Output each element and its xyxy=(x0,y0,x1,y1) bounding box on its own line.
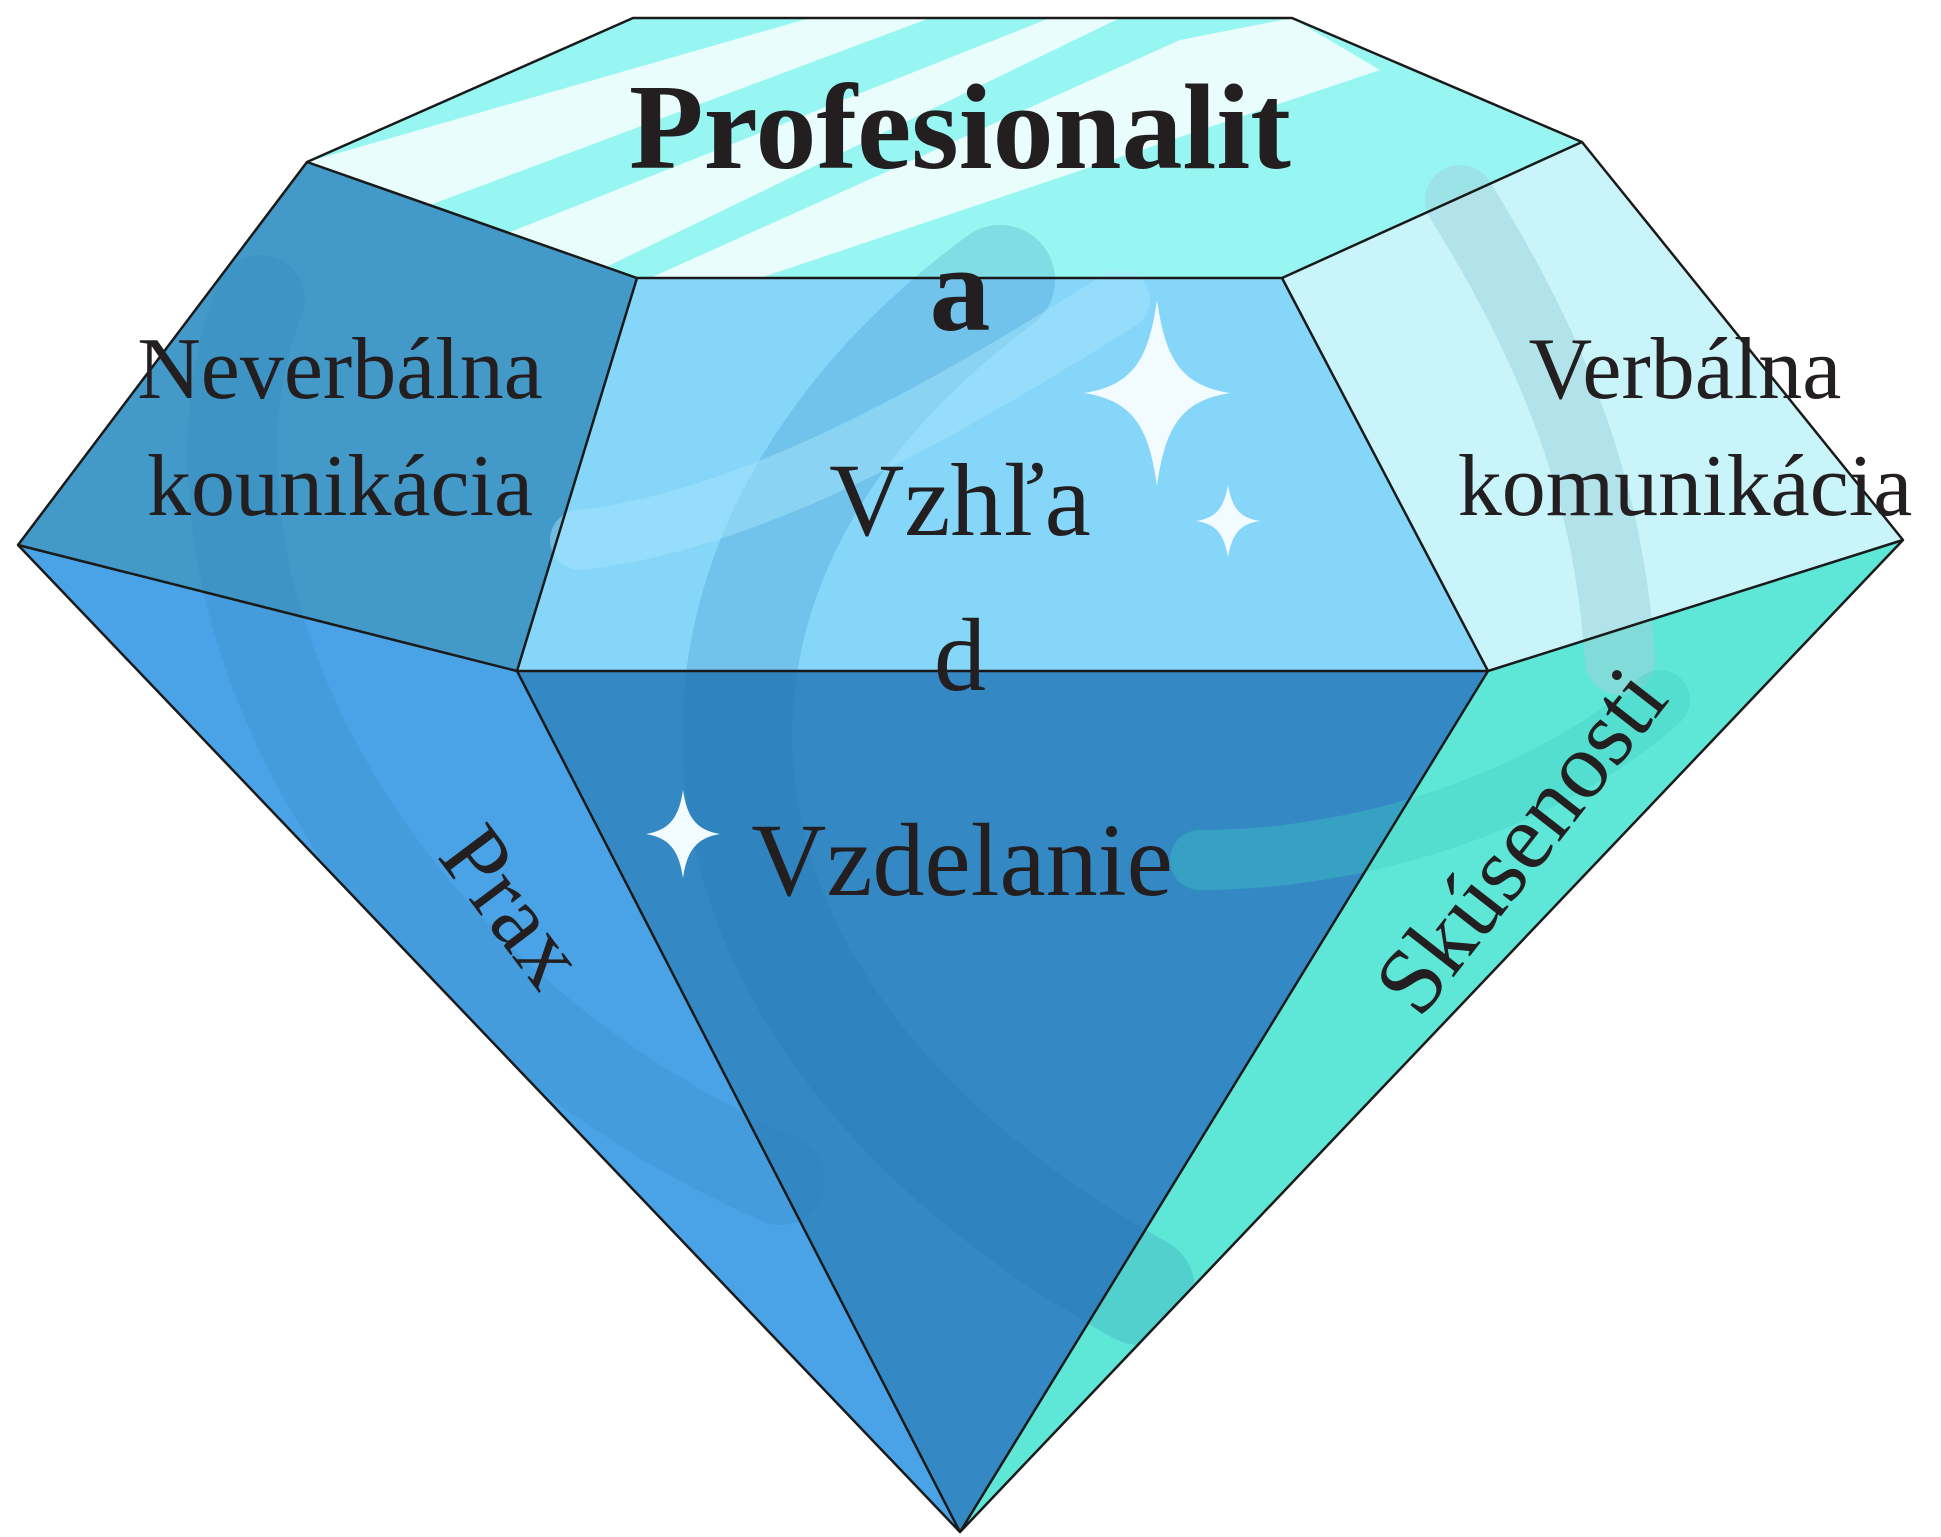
title-line-1: Profesionalit xyxy=(629,60,1291,195)
left-label-line-2: kounikácia xyxy=(147,438,533,535)
facet-outlines xyxy=(16,16,1905,1534)
upper-center-facet xyxy=(517,278,1488,671)
right-label-line-2: komunikácia xyxy=(1458,438,1913,535)
upper-left-facet xyxy=(18,162,637,671)
center-label-line-2: d xyxy=(934,598,986,713)
center-label-line-1: Vzhľa xyxy=(829,443,1091,558)
left-label-line-1: Neverbálna xyxy=(137,321,543,418)
decorative-swirls xyxy=(187,165,1690,1345)
bottom-center-label: Vzdelanie xyxy=(751,803,1173,918)
table-highlight-stripes xyxy=(307,18,1380,278)
large-sparkle-icon xyxy=(1084,300,1230,486)
edu-sparkle-icon xyxy=(646,790,720,878)
small-sparkle-icon xyxy=(1196,485,1260,557)
title-line-2: a xyxy=(930,222,991,357)
right-label-line-1: Verbálna xyxy=(1529,321,1842,418)
lower-center-facet xyxy=(517,671,1488,1532)
